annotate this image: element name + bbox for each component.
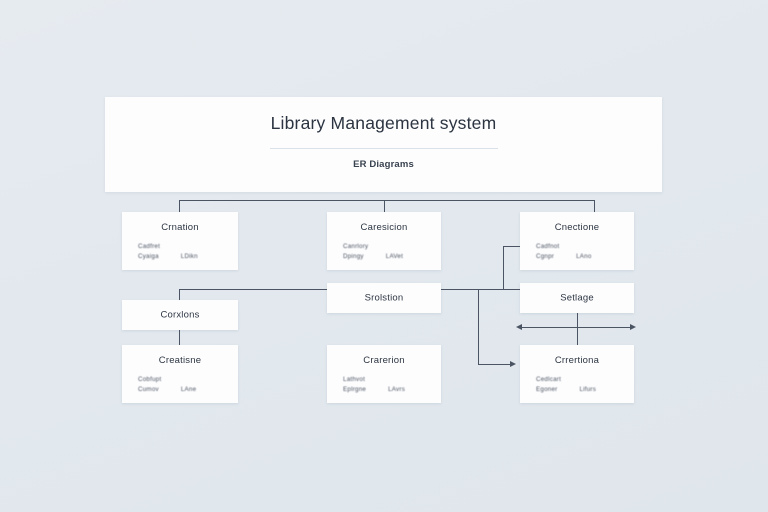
entity-attribute-name: Cobfupt	[138, 376, 162, 383]
entity-attribute-type: LAVet	[385, 253, 404, 260]
entity-attribute-row: Lathvot	[343, 375, 405, 385]
entity-node-title: Caresicion	[360, 222, 408, 233]
entity-attribute-row: Eplrgne LAvrs	[343, 385, 405, 395]
connector-to-n9-horizontal	[478, 364, 512, 366]
entity-attribute-row: Cadfret	[138, 242, 198, 252]
entity-attribute-row: Cadfnot	[536, 242, 592, 252]
connector-top-to-n2	[384, 200, 386, 212]
entity-attribute-row: Cyaiga LDikn	[138, 252, 198, 262]
arrowhead-right-bidirectional	[630, 323, 636, 330]
entity-node[interactable]: Corxlons	[122, 300, 238, 330]
entity-attribute-name: Egoner	[536, 386, 558, 393]
entity-node[interactable]: Srolstion	[327, 283, 441, 313]
page-title: Library Management system	[270, 113, 497, 133]
page-subtitle: ER Diagrams	[353, 159, 414, 170]
entity-attribute-row: Dpingy LAVet	[343, 252, 403, 262]
entity-attribute-name: Cadfnot	[536, 243, 560, 250]
entity-attribute-name: Lathvot	[343, 376, 366, 383]
connector-n6-to-n7	[179, 330, 181, 345]
entity-node-title: Crarerion	[363, 355, 405, 366]
connector-middle-to-n6	[179, 289, 181, 301]
entity-attribute-row: Cobfupt	[138, 375, 196, 385]
entity-attribute-name: Canrlory	[343, 243, 369, 250]
entity-attribute-type: LAne	[180, 386, 197, 393]
entity-attribute-name: Cgnpr	[536, 253, 555, 260]
title-card: Library Management system ER Diagrams	[105, 97, 662, 192]
entity-node[interactable]: Setlage	[520, 283, 634, 313]
connector-middle-bus-left	[179, 289, 328, 291]
connector-top-to-n1	[179, 200, 181, 212]
connector-top-to-n3	[594, 200, 596, 212]
entity-node-title: Srolstion	[364, 292, 404, 304]
arrowhead-into-n9	[510, 360, 516, 367]
entity-node-title: Crnation	[161, 222, 199, 233]
entity-node-title: Corxlons	[160, 309, 200, 321]
connector-n3-elbow	[503, 246, 521, 248]
connector-top-bus	[179, 200, 595, 202]
entity-attribute-name: Cadfret	[138, 243, 161, 250]
entity-attribute-name: Cyaiga	[138, 253, 159, 260]
arrowhead-left-bidirectional	[516, 323, 522, 330]
entity-attribute-row: Cgnpr LAno	[536, 252, 592, 262]
connector-bidirectional-stem	[577, 313, 579, 345]
entity-attribute-name: Cedlcart	[536, 376, 562, 383]
entity-attribute-type: Lifurs	[579, 386, 597, 393]
entity-node-title: Crrertiona	[554, 355, 600, 366]
entity-attribute-row: Cumov LAne	[138, 385, 196, 395]
entity-attribute-row: Egoner Lifurs	[536, 385, 596, 395]
entity-node-title: Cnectione	[554, 222, 600, 233]
connector-n3-down	[503, 246, 505, 289]
entity-node-title: Creatisne	[158, 355, 202, 366]
entity-node-title: Setlage	[560, 292, 594, 304]
entity-attribute-name: Dpingy	[343, 253, 364, 260]
connector-to-n9-vertical	[478, 289, 480, 365]
entity-attribute-name: Cumov	[138, 386, 159, 393]
entity-attribute-row: Canrlory	[343, 242, 403, 252]
entity-attribute-type: LAno	[576, 253, 592, 260]
entity-attribute-type: LDikn	[180, 253, 198, 260]
title-divider	[270, 148, 498, 149]
entity-attribute-type: LAvrs	[388, 386, 406, 393]
connector-middle-bus-right	[440, 289, 521, 291]
entity-attribute-name: Eplrgne	[343, 386, 367, 393]
entity-attribute-row: Cedlcart	[536, 375, 596, 385]
